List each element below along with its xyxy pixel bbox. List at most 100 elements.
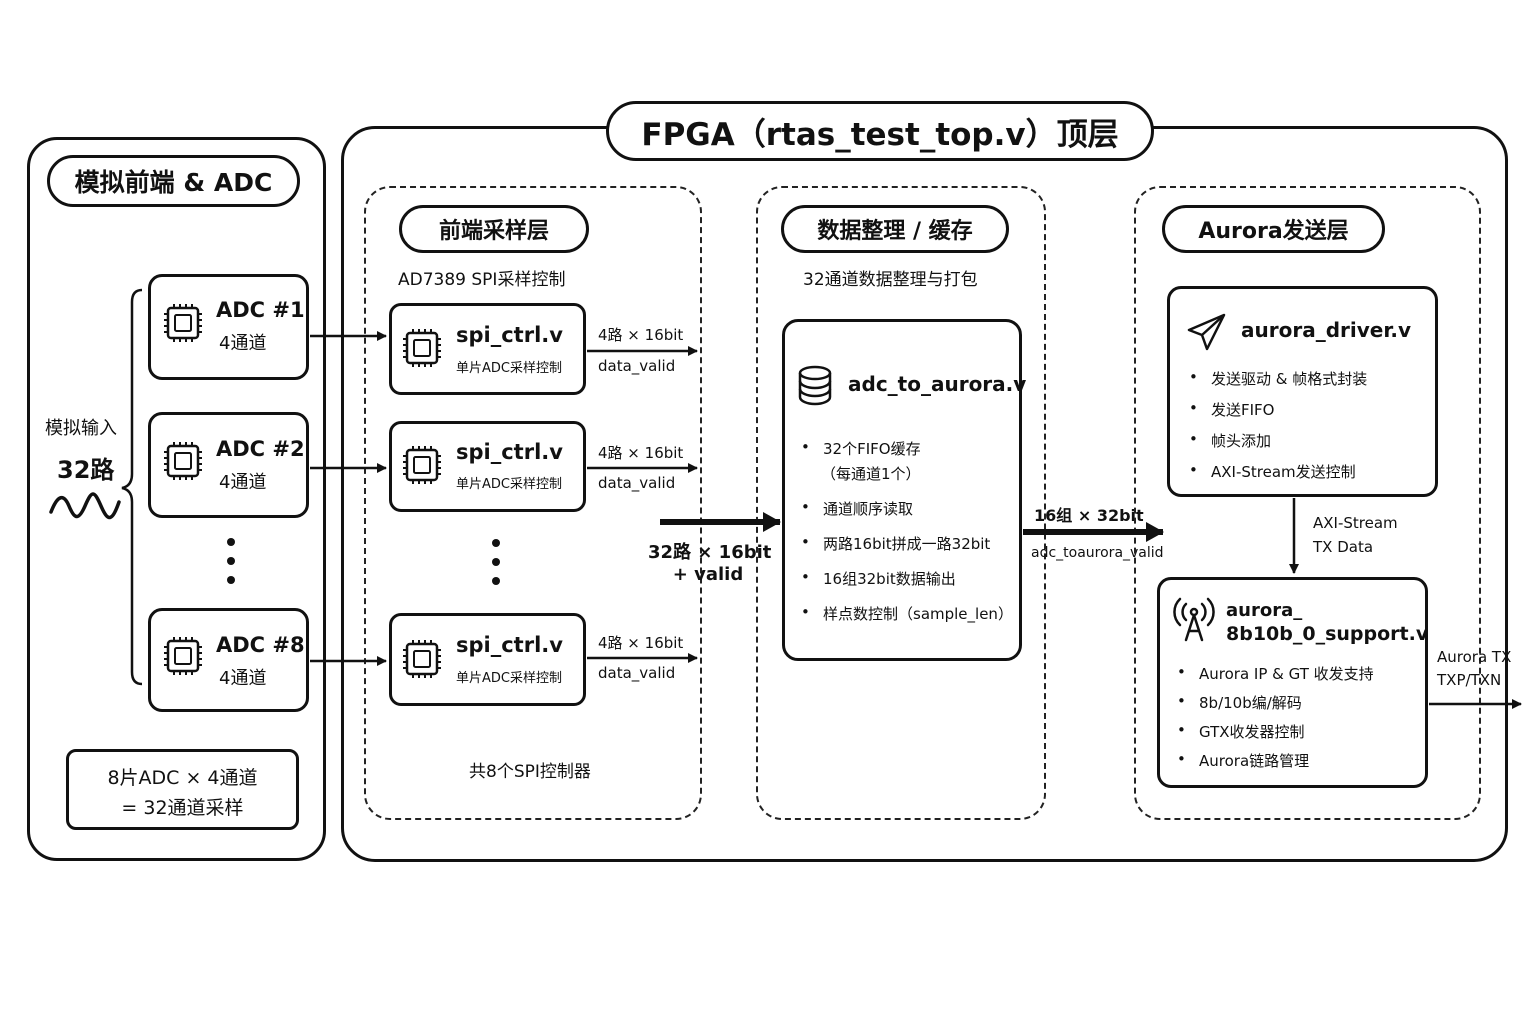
driver-bullet-text: 发送FIFO [1211,401,1275,419]
buffer-bullet: • 32个FIFO缓存 [801,438,1013,459]
aurora-layer-panel [1134,186,1481,820]
driver-bullet-text: 帧头添加 [1211,432,1272,450]
buffer-layer-title: 数据整理 / 缓存 [781,205,1009,253]
chip-icon [403,329,441,367]
support-bullet: • GTX收发器控制 [1177,721,1374,742]
frontend-layer-subtitle: AD7389 SPI采样控制 [398,270,566,290]
chip-icon [164,637,202,675]
aurora-tx-label-line2: TXP/TXN [1437,671,1502,689]
axi-stream-label-line1: AXI-Stream [1313,514,1398,532]
bullet-dot: • [1177,750,1186,768]
aurora-support-name-line1: aurora_ [1226,600,1303,621]
bullet-dot: • [1189,399,1198,417]
spi-ctrl-box-1 [389,303,586,395]
spi-ctrl-name-2: spi_ctrl.v [456,440,563,464]
aurora-driver-bullets: • 发送驱动 & 帧格式封装 • 发送FIFO •帧头添加 • AXI-Stream发… [1189,368,1367,482]
bullet-dot: • [1177,692,1186,710]
buffer-bullet: • 16组32bit数据输出 [801,568,1013,589]
aurora-support-bullets: • Aurora IP & GT 收发支持 • 8b/10b编/解码 • GTX收发器… [1177,663,1374,771]
support-bullet-text: GTX收发器控制 [1199,723,1305,741]
chip-icon [164,304,202,342]
spi-ctrl-desc-8: 单片ADC采样控制 [456,671,562,686]
bullet-dot: • [801,438,810,456]
buffer-bullet: • 通道顺序读取 [801,498,1013,519]
adc-to-aurora-box [782,319,1022,661]
buffer-bullet-text: 16组32bit数据输出 [823,570,956,588]
analog-input-label: 模拟输入 [45,418,117,439]
spi-ctrl-desc-2: 单片ADC采样控制 [456,477,562,492]
fpga-top-title: FPGA（rtas_test_top.v）顶层 [606,101,1154,161]
support-bullet-text: Aurora链路管理 [1199,752,1310,770]
adc-to-aurora-bullets: • 32个FIFO缓存 （每通道1个） • 通道顺序读取 • 两路16bit拼成一路3… [801,438,1013,624]
spi-out-top-8: 4路 × 16bit [598,634,684,652]
spi-out-bottom-2: data_valid [598,474,676,492]
buffer-layer-subtitle: 32通道数据整理与打包 [803,270,978,290]
frontend-layer-footer: 共8个SPI控制器 [469,762,591,782]
spi-ellipsis [492,539,500,585]
support-bullet: • 8b/10b编/解码 [1177,692,1374,713]
driver-bullet: • AXI-Stream发送控制 [1189,461,1367,482]
spi-ctrl-desc-1: 单片ADC采样控制 [456,361,562,376]
aurora-layer-title: Aurora发送层 [1162,205,1385,253]
adc-ellipsis [227,538,235,584]
buffer-bullet-text: 样点数控制（sample_len） [823,605,1013,623]
spi-out-bottom-1: data_valid [598,357,676,375]
bullet-dot: • [1177,663,1186,681]
buffer-bullet-text: 32个FIFO缓存 [823,440,921,458]
bullet-dot: • [801,603,810,621]
chip-icon [164,442,202,480]
driver-bullet-text: AXI-Stream发送控制 [1211,463,1356,481]
adc-name-1: ADC #1 [216,298,305,322]
bullet-dot: • [801,568,810,586]
aurora-support-box [1157,577,1428,788]
bus2-label-bottom: adc_toaurora_valid [1031,545,1164,561]
support-bullet: • Aurora链路管理 [1177,750,1374,771]
spi-ctrl-box-2 [389,421,586,512]
support-bullet: • Aurora IP & GT 收发支持 [1177,663,1374,684]
adc-to-spi-arrows [310,331,387,666]
support-bullet-text: Aurora IP & GT 收发支持 [1199,665,1374,683]
buffer-bullet-text: 两路16bit拼成一路32bit [823,535,991,553]
aurora-tx-label-line1: Aurora TX [1437,648,1512,666]
spi-out-top-1: 4路 × 16bit [598,326,684,344]
driver-bullet: • 发送FIFO [1189,399,1367,420]
analog-wave-icon [49,492,121,520]
support-bullet-text: 8b/10b编/解码 [1199,694,1302,712]
database-icon [798,365,832,406]
buffer-bullet: • 两路16bit拼成一路32bit [801,533,1013,554]
bullet-dot: • [1177,721,1186,739]
buffer-layer-panel [756,186,1046,820]
analog-input-count: 32路 [57,456,115,484]
driver-bullet: •帧头添加 [1189,430,1367,451]
adc-summary-box [66,749,299,830]
spi-ctrl-name-1: spi_ctrl.v [456,323,563,347]
buffer-bullet-sub: （每通道1个） [801,463,1013,484]
driver-bullet: • 发送驱动 & 帧格式封装 [1189,368,1367,389]
axi-stream-label-line2: TX Data [1313,538,1374,556]
analog-input-brace [121,288,143,686]
adc-box-2 [148,412,309,518]
bus2-label-top: 16组 × 32bit [1034,506,1144,525]
bullet-dot: • [801,533,810,551]
bullet-dot: • [801,498,810,516]
aurora-support-name-line2: 8b10b_0_support.v [1226,623,1429,645]
spi-ctrl-name-8: spi_ctrl.v [456,633,563,657]
buffer-bullet-subtext: （每通道1个） [821,465,921,483]
adc-summary-line1: 8片ADC × 4通道 [107,767,258,789]
driver-bullet-text: 发送驱动 & 帧格式封装 [1211,370,1368,388]
bullet-dot: • [1189,461,1198,479]
send-icon [1187,313,1226,351]
buffer-bullet-text: 通道顺序读取 [823,500,914,518]
adc-channels-8: 4通道 [219,668,267,689]
adc-channels-1: 4通道 [219,333,267,354]
adc-summary-line2: = 32通道采样 [121,797,244,819]
spi-ctrl-box-8 [389,613,586,706]
adc-name-8: ADC #8 [216,633,305,657]
adc-channels-2: 4通道 [219,472,267,493]
analog-frontend-title: 模拟前端 & ADC [47,155,300,207]
frontend-layer-panel [364,186,702,820]
bullet-dot: • [1189,368,1198,386]
chip-icon [403,640,441,678]
aurora-driver-name: aurora_driver.v [1241,318,1411,342]
adc-name-2: ADC #2 [216,437,305,461]
